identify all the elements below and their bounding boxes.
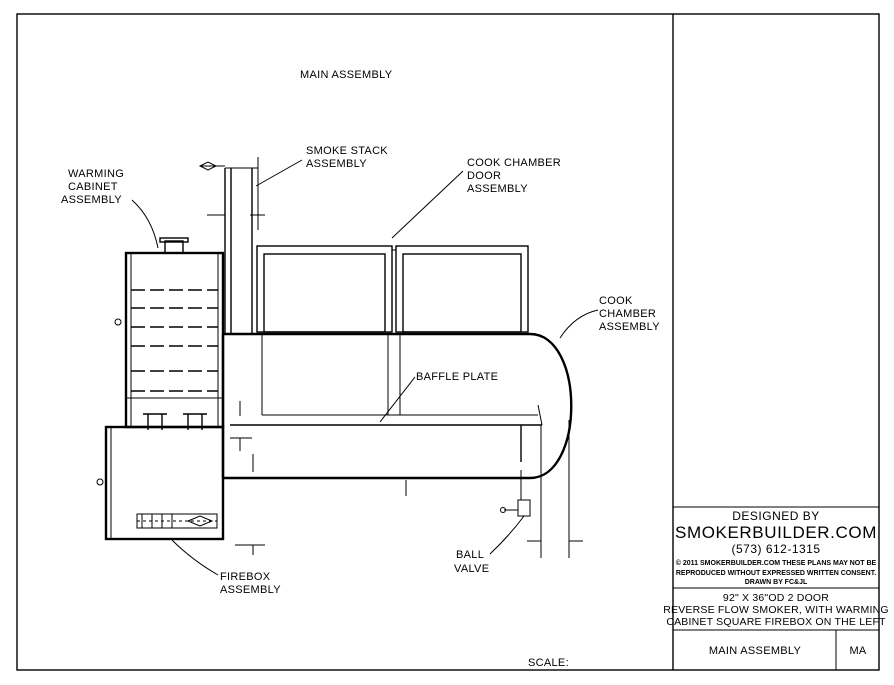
svg-text:ASSEMBLY: ASSEMBLY bbox=[61, 194, 122, 206]
ball-valve bbox=[500, 425, 531, 517]
sheet-border bbox=[16, 13, 880, 671]
svg-text:DOOR: DOOR bbox=[467, 170, 501, 182]
dimension-lines bbox=[230, 401, 583, 558]
copyright-line: © 2011 SMOKERBUILDER.COM THESE PLANS MAY… bbox=[676, 559, 877, 567]
drawing-title: MAIN ASSEMBLY bbox=[300, 69, 393, 81]
svg-text:WARMING: WARMING bbox=[68, 168, 124, 180]
svg-text:CABINET: CABINET bbox=[68, 181, 118, 193]
designed-by: DESIGNED BY bbox=[732, 509, 820, 523]
svg-text:FIREBOX: FIREBOX bbox=[220, 571, 271, 583]
svg-text:COOK CHAMBER: COOK CHAMBER bbox=[467, 157, 561, 169]
callout-baffle-plate: BAFFLE PLATE bbox=[416, 371, 498, 383]
leader-lines bbox=[131, 159, 599, 576]
svg-text:BAFFLE PLATE: BAFFLE PLATE bbox=[416, 371, 498, 383]
sheet-code: MA bbox=[849, 645, 866, 657]
svg-text:VALVE: VALVE bbox=[454, 563, 489, 575]
copyright-line: REPRODUCED WITHOUT EXPRESSED WRITTEN CON… bbox=[676, 570, 876, 577]
warming-cabinet bbox=[114, 237, 225, 430]
company-phone: (573) 612-1315 bbox=[731, 542, 820, 556]
callout-smoke-stack: SMOKE STACK ASSEMBLY bbox=[306, 145, 388, 170]
svg-text:SMOKE STACK: SMOKE STACK bbox=[306, 145, 388, 157]
description-line: CABINET SQUARE FIREBOX ON THE LEFT bbox=[666, 616, 886, 628]
scale-label: SCALE: bbox=[528, 657, 569, 669]
drawn-by: DRAWN BY FC&JL bbox=[745, 579, 808, 586]
svg-text:ASSEMBLY: ASSEMBLY bbox=[306, 158, 367, 170]
callout-cook-chamber-door: COOK CHAMBER DOOR ASSEMBLY bbox=[467, 157, 561, 195]
firebox bbox=[96, 425, 225, 541]
svg-text:ASSEMBLY: ASSEMBLY bbox=[220, 584, 281, 596]
callout-ball-valve: BALL VALVE bbox=[454, 549, 489, 575]
svg-text:CHAMBER: CHAMBER bbox=[599, 308, 656, 320]
callout-warming-cabinet: WARMING CABINET ASSEMBLY bbox=[61, 168, 124, 206]
sheet-name: MAIN ASSEMBLY bbox=[709, 645, 802, 657]
callout-cook-chamber: COOK CHAMBER ASSEMBLY bbox=[599, 295, 660, 333]
title-block: DESIGNED BY SMOKERBUILDER.COM (573) 612-… bbox=[663, 509, 889, 657]
description-line: 92" X 36"OD 2 DOOR bbox=[723, 592, 829, 604]
cook-chamber bbox=[221, 245, 573, 480]
svg-text:COOK: COOK bbox=[599, 295, 633, 307]
company-name: SMOKERBUILDER.COM bbox=[675, 523, 877, 542]
svg-text:ASSEMBLY: ASSEMBLY bbox=[599, 321, 660, 333]
smoke-stack bbox=[198, 157, 265, 334]
svg-text:ASSEMBLY: ASSEMBLY bbox=[467, 183, 528, 195]
callout-firebox: FIREBOX ASSEMBLY bbox=[220, 571, 281, 596]
svg-text:BALL: BALL bbox=[456, 549, 484, 561]
description-line: REVERSE FLOW SMOKER, WITH WARMING bbox=[663, 604, 889, 616]
